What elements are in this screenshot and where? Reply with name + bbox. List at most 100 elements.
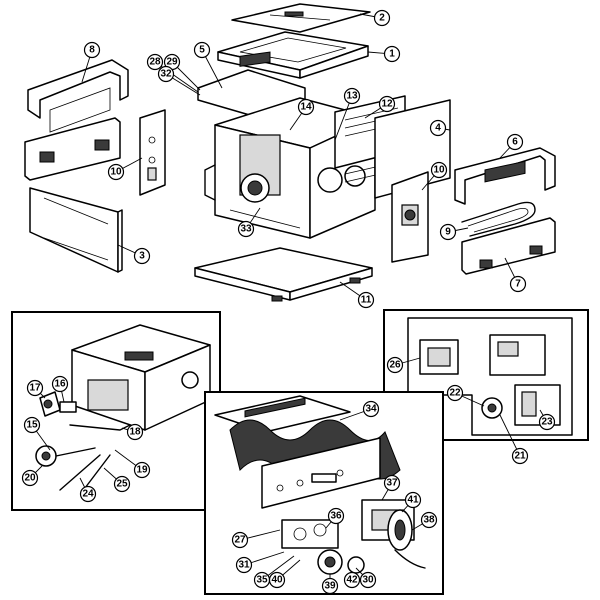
callout-number: 24 bbox=[82, 489, 94, 500]
callout-circle bbox=[511, 447, 529, 465]
callout-circle bbox=[378, 95, 396, 113]
callout-15: 15 bbox=[23, 416, 51, 451]
callout-circle bbox=[26, 379, 44, 397]
callout-14: 14 bbox=[289, 98, 315, 131]
callout-number: 28 bbox=[149, 57, 161, 68]
callout-3: 3 bbox=[117, 244, 151, 265]
callout-circle bbox=[113, 475, 131, 493]
callout-circle bbox=[297, 98, 315, 116]
callout-5: 5 bbox=[193, 41, 223, 89]
callout-1: 1 bbox=[367, 45, 401, 63]
callout-2: 2 bbox=[359, 9, 391, 27]
callout-circle bbox=[538, 413, 556, 431]
callout-number: 6 bbox=[512, 137, 518, 148]
callout-number: 9 bbox=[445, 227, 451, 238]
callout-circle bbox=[321, 577, 339, 595]
callout-number: 5 bbox=[199, 45, 205, 56]
callout-number: 22 bbox=[449, 388, 461, 399]
callout-number: 26 bbox=[389, 360, 401, 371]
callout-number: 34 bbox=[365, 404, 377, 415]
callout-41: 41 bbox=[401, 491, 422, 513]
callout-26: 26 bbox=[386, 356, 421, 374]
part-handle bbox=[461, 201, 536, 237]
callout-number: 3 bbox=[139, 251, 145, 262]
part-top-frame bbox=[217, 31, 369, 79]
callout-number: 14 bbox=[300, 102, 312, 113]
callout-18: 18 bbox=[121, 423, 144, 441]
callout-number: 40 bbox=[271, 575, 283, 586]
callout-number: 2 bbox=[379, 13, 385, 24]
callout-22: 22 bbox=[446, 384, 485, 407]
callout-circle bbox=[509, 275, 527, 293]
callout-circle bbox=[386, 356, 404, 374]
callout-36: 36 bbox=[325, 507, 345, 529]
callout-number: 42 bbox=[346, 575, 358, 586]
part-right-bezel-bottom bbox=[461, 217, 556, 275]
callout-number: 32 bbox=[160, 69, 172, 80]
callout-circle bbox=[231, 531, 249, 549]
part-base bbox=[194, 247, 373, 302]
callout-number: 19 bbox=[136, 465, 148, 476]
callout-number: 29 bbox=[166, 57, 178, 68]
callout-34: 34 bbox=[339, 400, 380, 421]
callout-10: 10 bbox=[421, 161, 448, 191]
callout-33: 33 bbox=[237, 207, 261, 238]
callout-number: 25 bbox=[116, 479, 128, 490]
callout-28: 28 bbox=[146, 53, 199, 93]
callout-number: 35 bbox=[256, 575, 268, 586]
callout-circle bbox=[21, 469, 39, 487]
callout-number: 21 bbox=[514, 451, 526, 462]
callout-number: 36 bbox=[330, 511, 342, 522]
callout-number: 10 bbox=[433, 165, 445, 176]
callout-number: 20 bbox=[24, 473, 36, 484]
callout-40: 40 bbox=[268, 559, 301, 589]
callout-circle bbox=[359, 571, 377, 589]
callout-7: 7 bbox=[504, 257, 527, 293]
callout-circle bbox=[362, 400, 380, 418]
callout-circle bbox=[383, 45, 401, 63]
callout-circle bbox=[430, 161, 448, 179]
callout-number: 4 bbox=[435, 123, 441, 134]
callout-circle bbox=[420, 511, 438, 529]
callout-number: 10 bbox=[110, 167, 122, 178]
callout-circle bbox=[107, 163, 125, 181]
callout-circle bbox=[383, 474, 401, 492]
callout-circle bbox=[343, 571, 361, 589]
part-right-bracket bbox=[391, 171, 429, 263]
callout-circle bbox=[268, 571, 286, 589]
callout-4: 4 bbox=[429, 119, 451, 137]
callout-circle bbox=[235, 556, 253, 574]
callout-23: 23 bbox=[538, 409, 556, 431]
callout-30: 30 bbox=[355, 567, 377, 589]
part-left-bezel-top bbox=[27, 59, 129, 133]
callout-number: 17 bbox=[29, 383, 41, 394]
callout-number: 27 bbox=[234, 535, 246, 546]
callout-number: 38 bbox=[423, 515, 435, 526]
part-top-lid bbox=[231, 3, 371, 33]
callout-circle bbox=[429, 119, 447, 137]
part-right-bezel-top bbox=[454, 147, 556, 205]
callout-circle bbox=[439, 223, 457, 241]
callout-number: 7 bbox=[515, 279, 521, 290]
callout-21: 21 bbox=[499, 414, 529, 465]
callout-32: 32 bbox=[157, 65, 201, 96]
callout-circle bbox=[193, 41, 211, 59]
callout-number: 18 bbox=[129, 427, 141, 438]
callout-6: 6 bbox=[499, 133, 524, 159]
callout-circle bbox=[83, 41, 101, 59]
callout-circle bbox=[146, 53, 164, 71]
callout-number: 33 bbox=[240, 224, 252, 235]
part-left-bracket bbox=[139, 109, 166, 196]
callout-circle bbox=[357, 291, 375, 309]
callout-number: 13 bbox=[346, 91, 358, 102]
callout-circle bbox=[157, 65, 175, 83]
callout-27: 27 bbox=[231, 529, 281, 549]
callout-38: 38 bbox=[411, 511, 438, 531]
callout-12: 12 bbox=[364, 95, 396, 119]
callout-number: 8 bbox=[89, 45, 95, 56]
callout-circle bbox=[373, 9, 391, 27]
callout-circle bbox=[51, 375, 69, 393]
callout-number: 15 bbox=[26, 420, 38, 431]
